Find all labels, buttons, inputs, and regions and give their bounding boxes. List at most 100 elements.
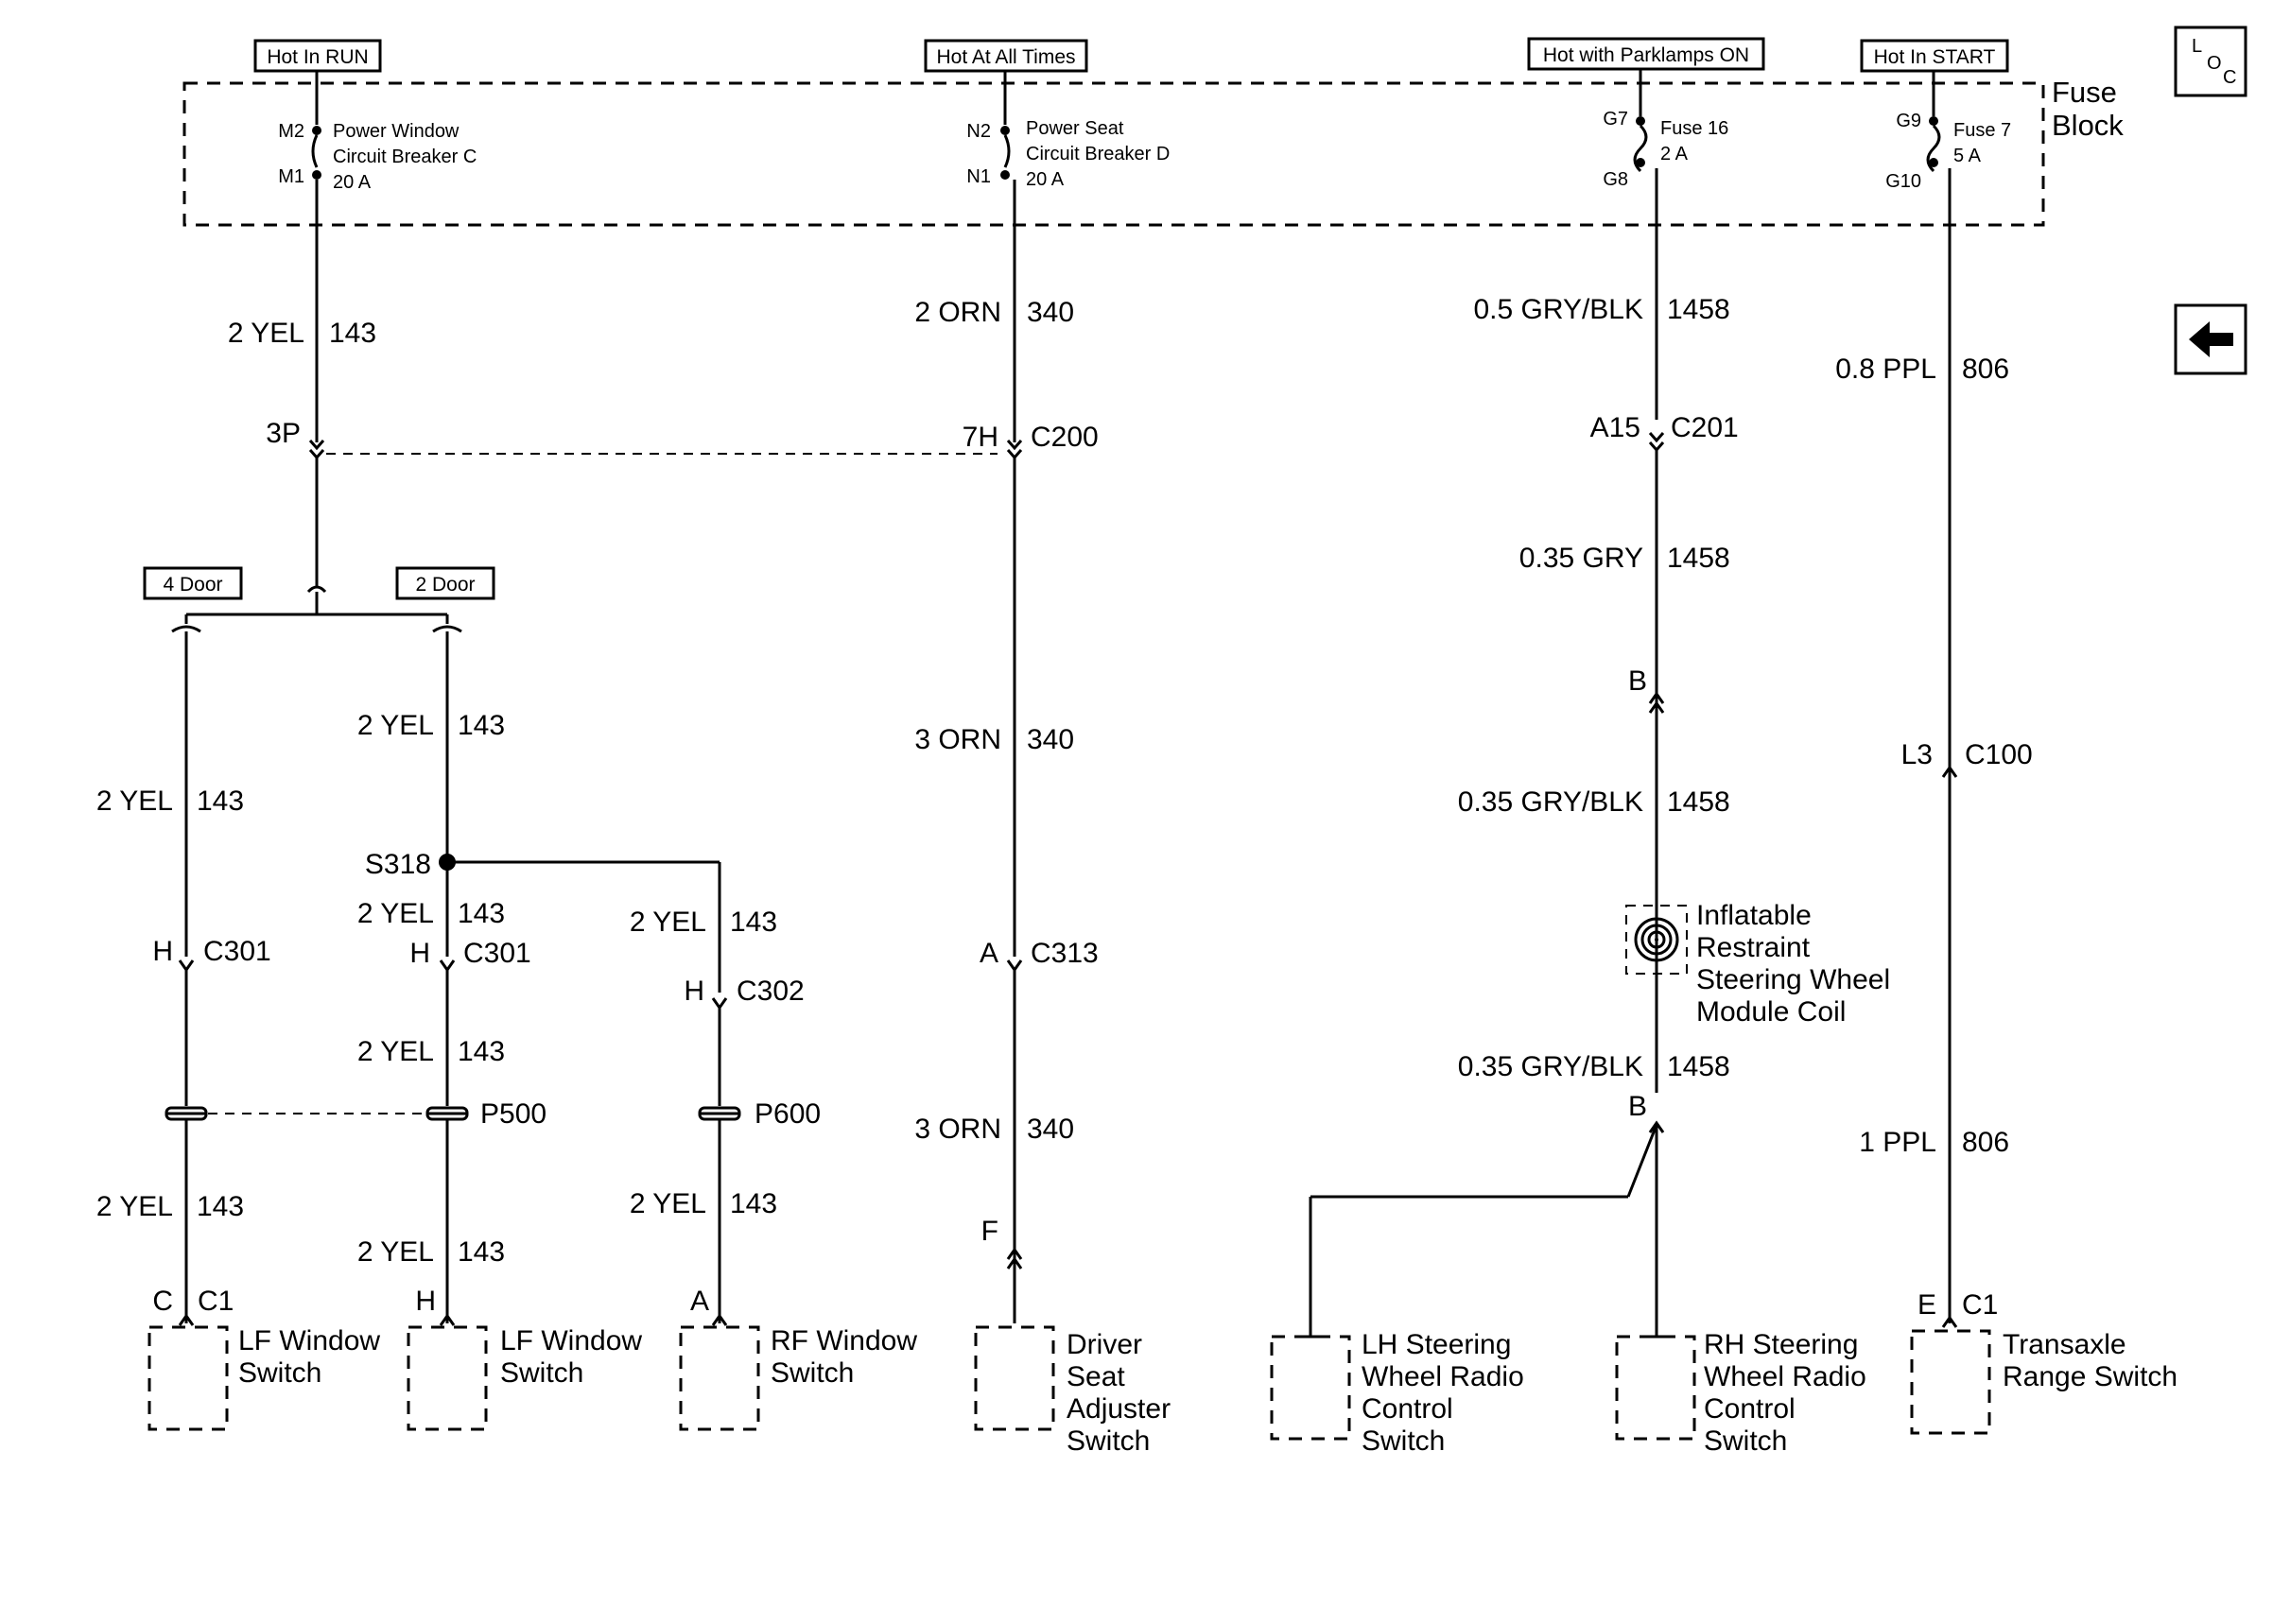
svg-text:C1: C1 (1962, 1289, 1998, 1321)
svg-text:L: L (2192, 36, 2202, 57)
svg-text:1 PPL: 1 PPL (1859, 1127, 1936, 1158)
svg-text:1458: 1458 (1667, 1051, 1730, 1082)
svg-text:0.35 GRY/BLK: 0.35 GRY/BLK (1458, 786, 1643, 818)
svg-text:P500: P500 (480, 1098, 547, 1130)
driver-seat-adjuster-switch (974, 1325, 1055, 1431)
svg-text:2 YEL: 2 YEL (630, 1188, 706, 1219)
svg-text:Module Coil: Module Coil (1696, 996, 1846, 1028)
svg-text:143: 143 (197, 786, 244, 817)
rf-window-switch (679, 1325, 760, 1431)
option-4-door: 4 Door (143, 566, 243, 600)
circuit-breaker-c: M2 M1 Power Window Circuit Breaker C 20 … (278, 121, 477, 193)
svg-text:3 ORN: 3 ORN (914, 724, 1001, 755)
svg-text:A: A (980, 938, 998, 969)
svg-text:Circuit Breaker D: Circuit Breaker D (1026, 144, 1170, 164)
p500-grommet-left (165, 1106, 208, 1121)
svg-text:4 Door: 4 Door (163, 574, 222, 596)
svg-text:Fuse 16: Fuse 16 (1660, 118, 1728, 139)
svg-text:2 YEL: 2 YEL (357, 710, 434, 741)
svg-text:C1: C1 (198, 1286, 234, 1317)
svg-text:LF Window: LF Window (238, 1325, 380, 1356)
svg-text:2 Door: 2 Door (415, 574, 475, 596)
svg-text:2 YEL: 2 YEL (357, 1236, 434, 1268)
header-hot-in-start-text: Hot In START (1874, 46, 1996, 68)
svg-text:0.8 PPL: 0.8 PPL (1835, 354, 1936, 385)
svg-text:806: 806 (1962, 354, 2009, 385)
svg-text:Fuse 7: Fuse 7 (1953, 120, 2011, 141)
c200-label: C200 (1031, 422, 1099, 453)
svg-text:2 A: 2 A (1660, 144, 1689, 164)
header-hot-in-run-text: Hot In RUN (267, 46, 368, 68)
svg-text:0.35 GRY: 0.35 GRY (1519, 543, 1643, 574)
svg-text:143: 143 (197, 1191, 244, 1222)
svg-text:C201: C201 (1671, 412, 1739, 443)
rh-steering-wheel-radio-control-switch (1615, 1335, 1696, 1441)
svg-text:1458: 1458 (1667, 294, 1730, 325)
svg-text:LF Window: LF Window (500, 1325, 642, 1356)
svg-text:2 YEL: 2 YEL (96, 786, 173, 817)
svg-text:2 YEL: 2 YEL (630, 907, 706, 938)
svg-text:Circuit Breaker C: Circuit Breaker C (333, 147, 477, 167)
svg-text:143: 143 (730, 907, 777, 938)
svg-text:5 A: 5 A (1953, 146, 1982, 166)
svg-text:Wheel Radio: Wheel Radio (1704, 1361, 1866, 1392)
svg-text:Power Window: Power Window (333, 121, 460, 142)
loc-button[interactable]: L O C (2174, 26, 2247, 97)
svg-text:2 ORN: 2 ORN (914, 297, 1001, 328)
svg-text:C301: C301 (463, 938, 531, 969)
svg-text:G9: G9 (1896, 111, 1921, 131)
svg-text:143: 143 (458, 1036, 505, 1067)
svg-text:Control: Control (1362, 1393, 1453, 1425)
fuse-block-label-2: Block (2052, 109, 2124, 142)
svg-text:Control: Control (1704, 1393, 1796, 1425)
svg-text:A: A (690, 1286, 709, 1317)
option-2-door: 2 Door (395, 566, 495, 600)
svg-text:143: 143 (329, 318, 376, 349)
svg-text:2 YEL: 2 YEL (357, 898, 434, 929)
svg-text:1458: 1458 (1667, 543, 1730, 574)
svg-text:Switch: Switch (771, 1357, 854, 1389)
back-arrow-button[interactable] (2174, 303, 2247, 375)
c200-pin-7h: 7H (963, 422, 998, 453)
svg-text:N1: N1 (966, 166, 991, 187)
svg-text:C301: C301 (203, 936, 271, 967)
fuse-block-label-1: Fuse (2052, 76, 2117, 109)
header-hot-with-parklamps-text: Hot with Parklamps ON (1543, 44, 1749, 66)
svg-text:Wheel Radio: Wheel Radio (1362, 1361, 1524, 1392)
lh-steering-wheel-radio-control-switch (1270, 1335, 1351, 1441)
svg-text:H: H (409, 938, 430, 969)
svg-text:2 YEL: 2 YEL (228, 318, 304, 349)
svg-text:Switch: Switch (238, 1357, 321, 1389)
svg-text:RF Window: RF Window (771, 1325, 917, 1356)
svg-text:O: O (2207, 53, 2222, 74)
svg-text:G10: G10 (1885, 171, 1921, 192)
svg-text:LH Steering: LH Steering (1362, 1329, 1511, 1360)
svg-text:2 YEL: 2 YEL (357, 1036, 434, 1067)
svg-text:S318: S318 (365, 849, 431, 880)
svg-text:2 YEL: 2 YEL (96, 1191, 173, 1222)
svg-text:143: 143 (730, 1188, 777, 1219)
c200-pin-3p: 3P (266, 418, 301, 449)
fuse-16: G7 G8 Fuse 16 2 A (1603, 109, 1728, 190)
svg-text:143: 143 (458, 898, 505, 929)
svg-text:143: 143 (458, 1236, 505, 1268)
svg-text:C: C (2223, 67, 2236, 88)
fuse-7: G9 G10 Fuse 7 5 A (1885, 111, 2011, 192)
svg-text:0.5 GRY/BLK: 0.5 GRY/BLK (1473, 294, 1643, 325)
lf-window-switch-2door (407, 1325, 488, 1431)
fuse-block-outline (182, 81, 2045, 227)
transaxle-range-switch (1910, 1329, 1991, 1435)
svg-text:143: 143 (458, 710, 505, 741)
svg-text:Inflatable: Inflatable (1696, 900, 1812, 931)
svg-text:L3: L3 (1901, 739, 1933, 770)
svg-text:Range Switch: Range Switch (2003, 1361, 2178, 1392)
svg-text:Switch: Switch (1704, 1425, 1787, 1457)
svg-text:Switch: Switch (1067, 1425, 1150, 1457)
p600-grommet (698, 1106, 741, 1121)
header-hot-in-run: Hot In RUN (253, 39, 382, 73)
svg-text:P600: P600 (755, 1098, 821, 1130)
svg-text:Switch: Switch (500, 1357, 583, 1389)
svg-text:F: F (981, 1216, 998, 1247)
header-hot-at-all-times: Hot At All Times (924, 39, 1088, 73)
